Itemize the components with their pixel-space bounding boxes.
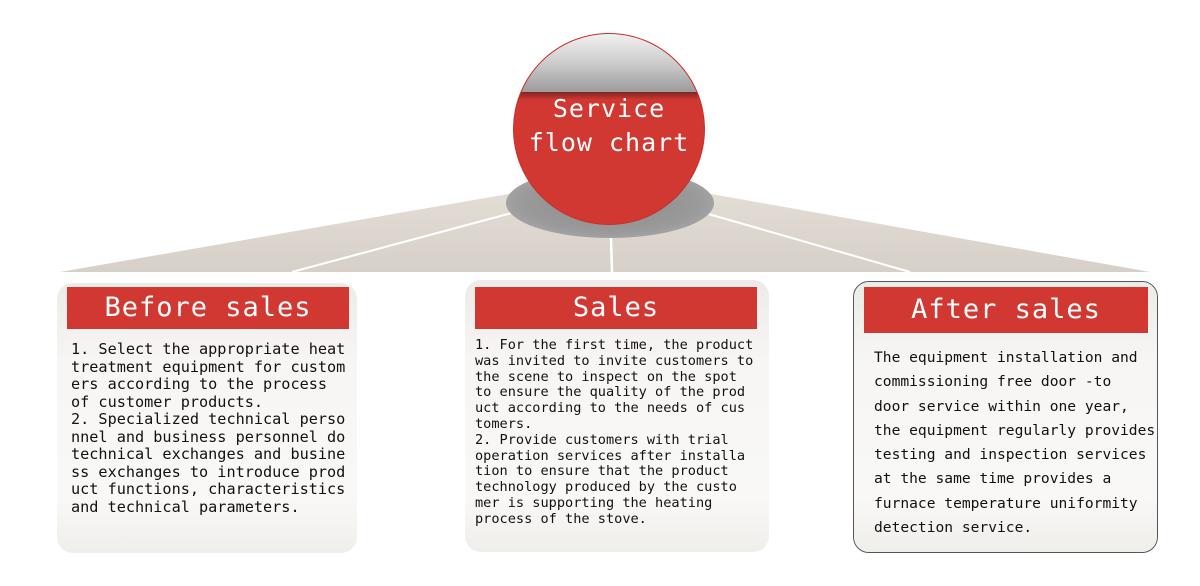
center-circle: Service flow chart <box>514 34 704 224</box>
card-title-before-sales: Before sales <box>67 287 349 329</box>
card-title-sales: Sales <box>475 287 757 329</box>
card-title-after-sales: After sales <box>864 287 1148 333</box>
card-sales: Sales 1. For the first time, the product… <box>465 280 769 552</box>
card-before-sales: Before sales 1. Select the appropriate h… <box>57 283 357 553</box>
center-title: Service flow chart <box>528 94 690 157</box>
circle-highlight-edge <box>514 92 704 100</box>
card-text-before-sales: 1. Select the appropriate heat treatment… <box>71 340 346 516</box>
circle-highlight <box>514 34 704 92</box>
card-text-after-sales: The equipment installation and commissio… <box>874 349 1156 537</box>
card-after-sales: After sales The equipment installation a… <box>853 281 1158 553</box>
card-text-sales: 1. For the first time, the product was i… <box>475 337 754 527</box>
